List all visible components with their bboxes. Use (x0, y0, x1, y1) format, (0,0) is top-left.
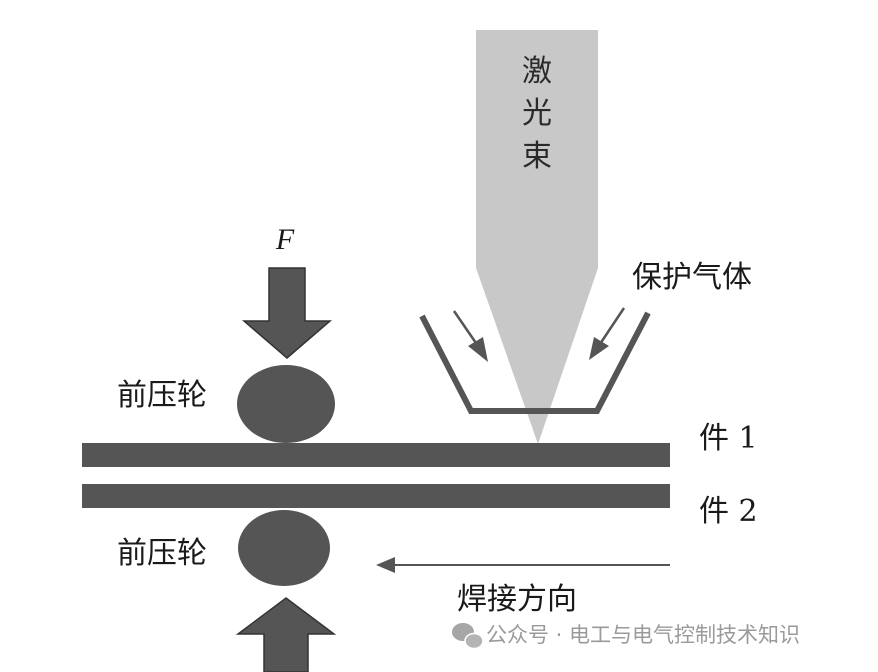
laser-beam-label-1: 激 (522, 54, 552, 89)
force-arrow-down (241, 267, 333, 359)
workpiece-1 (82, 443, 670, 467)
workpiece-2-label: 件 2 (699, 494, 758, 529)
gas-flow-arrow-right (589, 307, 626, 360)
force-label: F (275, 223, 295, 256)
workpiece-1-label: 件 1 (699, 421, 758, 456)
force-arrow-up (235, 597, 337, 672)
front-roller-bottom-label: 前压轮 (117, 536, 207, 571)
workpiece-2 (82, 484, 670, 508)
front-roller-bottom (238, 510, 330, 586)
watermark-text: 公众号 · 电工与电气控制技术知识 (486, 623, 800, 647)
weld-direction-label: 焊接方向 (457, 582, 577, 617)
weld-direction-arrow (376, 557, 670, 573)
front-roller-top (237, 365, 335, 443)
laser-beam-label-3: 束 (522, 139, 552, 174)
gas-nozzle (419, 311, 651, 414)
gas-flow-arrow-left (452, 310, 488, 362)
shield-gas-label: 保护气体 (632, 260, 752, 295)
front-roller-top-label: 前压轮 (117, 378, 207, 413)
laser-beam (476, 30, 598, 444)
wechat-icon (452, 623, 484, 650)
laser-beam-label-2: 光 (522, 96, 552, 131)
